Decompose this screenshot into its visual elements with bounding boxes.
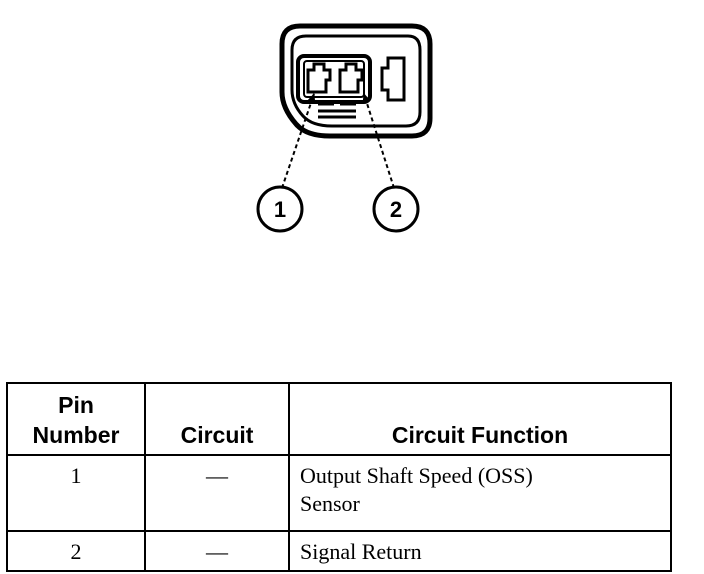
- header-pin-number-line2: Number: [32, 422, 120, 448]
- table-row: 1 — Output Shaft Speed (OSS) Sensor: [6, 454, 672, 532]
- pin-1-callout: 1: [256, 185, 304, 233]
- pin-2-terminal: [338, 62, 364, 94]
- cell-circuit: —: [144, 530, 290, 572]
- keying-slots: [318, 102, 356, 119]
- cell-circuit-function-line1: Output Shaft Speed (OSS): [300, 463, 533, 488]
- pin-1-terminal: [306, 62, 332, 94]
- cell-circuit-function-line2: Sensor: [300, 491, 360, 516]
- connector-diagram: 1 2: [256, 23, 433, 233]
- cell-circuit-function: Output Shaft Speed (OSS) Sensor: [288, 454, 672, 532]
- pin-2-callout: 2: [372, 185, 420, 233]
- cell-pin: 1: [6, 454, 146, 532]
- cell-circuit-function: Signal Return: [288, 530, 672, 572]
- header-circuit-function: Circuit Function: [288, 382, 672, 456]
- table-header-row: Pin Number Circuit Circuit Function: [6, 382, 672, 456]
- cell-circuit: —: [144, 454, 290, 532]
- callout-leaders: [281, 93, 395, 189]
- connector-housing: [279, 23, 433, 139]
- header-circuit: Circuit: [144, 382, 290, 456]
- pin-2-callout-label: 2: [390, 197, 402, 222]
- cell-pin: 2: [6, 530, 146, 572]
- terminal-cavity: [296, 54, 372, 104]
- pinout-table: Pin Number Circuit Circuit Function 1 — …: [6, 382, 672, 572]
- header-pin-number-line1: Pin: [58, 392, 94, 418]
- pin-1-callout-label: 1: [274, 197, 286, 222]
- table-row: 2 — Signal Return: [6, 530, 672, 572]
- connector-latch: [380, 56, 406, 102]
- header-pin-number: Pin Number: [6, 382, 146, 456]
